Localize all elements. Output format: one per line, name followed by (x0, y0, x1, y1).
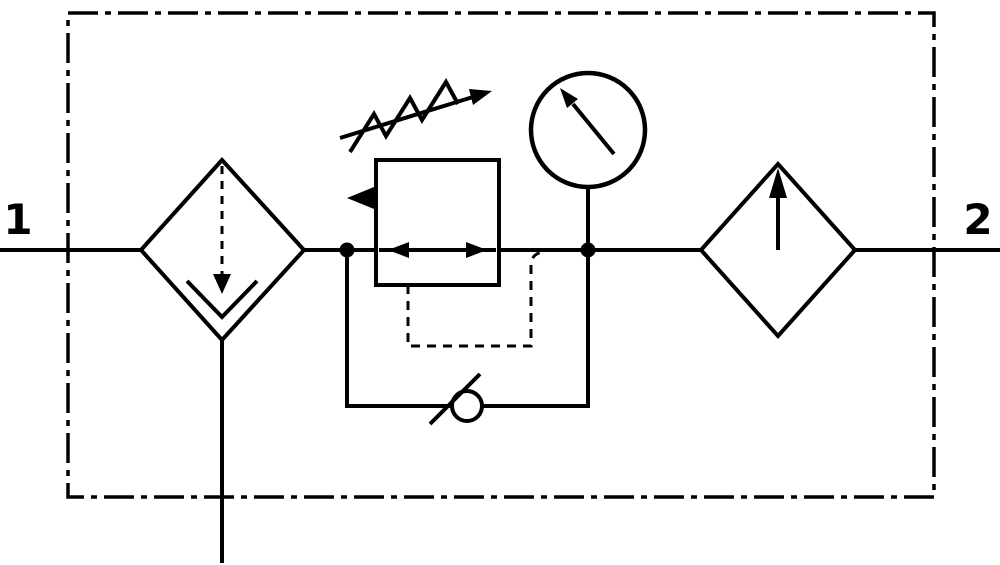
pilot-line (406, 250, 547, 348)
pilot-line-path (406, 250, 547, 348)
adjustment-arrow (339, 89, 492, 140)
bypass-right-segment (483, 250, 590, 408)
flow-arrow-right-icon (466, 242, 487, 258)
flow-arrow-left-icon (388, 242, 409, 258)
condensate-arrowhead-icon (213, 274, 231, 294)
spring-zigzag (348, 78, 460, 154)
check-valve-seat (428, 372, 482, 426)
lubricator (698, 161, 858, 339)
bypass-line (345, 250, 590, 408)
enclosure-border-rect (66, 11, 936, 499)
check-valve-ball (450, 389, 484, 423)
gauge-dial (528, 70, 648, 190)
regulator-spring (348, 78, 460, 154)
pressure-regulator (347, 158, 501, 287)
vent-arrow-icon (347, 187, 374, 209)
adjustment-arrow-shaft (339, 95, 474, 140)
pressure-gauge (528, 70, 648, 250)
port-2-label: 2 (963, 195, 992, 244)
filter-water-separator (138, 157, 307, 343)
port-1-label: 1 (3, 195, 32, 244)
check-valve (428, 372, 484, 426)
enclosure-border (66, 11, 936, 499)
gauge-needle-arrowhead-icon (560, 88, 578, 108)
regulator-body (374, 158, 501, 287)
separator-vee (185, 279, 259, 320)
junction-dot-left (339, 242, 355, 258)
lubricator-arrowhead-icon (769, 168, 787, 198)
gauge-needle (571, 102, 616, 156)
adjustment-arrowhead-icon (469, 89, 492, 105)
bypass-left-segment (345, 250, 451, 408)
junction-dot-right (580, 242, 596, 258)
filter-body (138, 157, 307, 343)
